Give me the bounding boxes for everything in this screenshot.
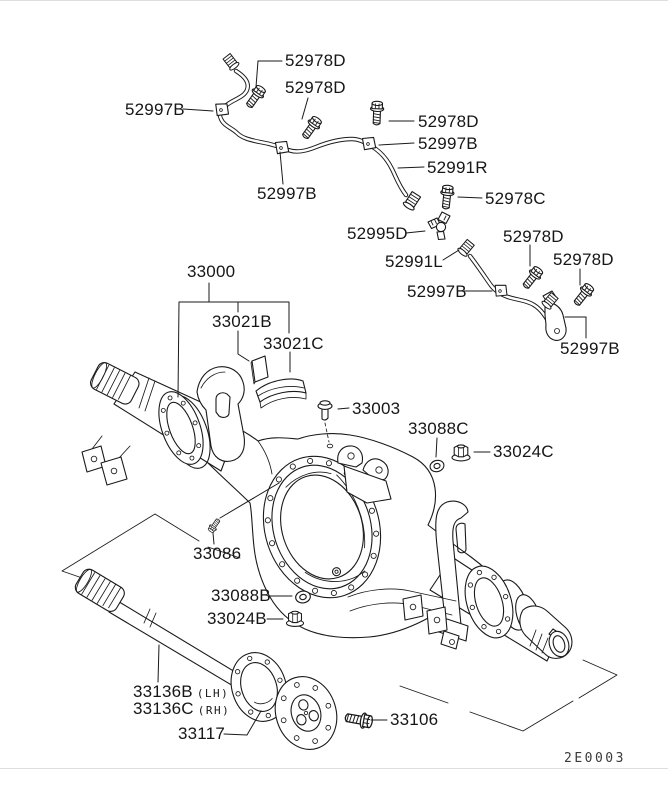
fasteners bbox=[206, 82, 597, 731]
bolt bbox=[206, 516, 223, 535]
breather-plug bbox=[317, 400, 334, 449]
axle-shaft-flange bbox=[274, 676, 338, 750]
side-tag: (RH) bbox=[197, 704, 231, 717]
brake-pipe-assembly bbox=[213, 52, 567, 341]
left-axle-tube bbox=[90, 362, 245, 472]
pipe-clamp bbox=[273, 139, 291, 156]
part-callout: 33136B(LH) bbox=[133, 683, 229, 700]
part-callout: 52995D bbox=[347, 224, 408, 243]
lower-brackets bbox=[81, 435, 457, 635]
bolt bbox=[570, 280, 597, 309]
part-callout: 52997B bbox=[560, 339, 620, 358]
part-callout: 52997B bbox=[418, 134, 478, 153]
right-axle-tube bbox=[429, 500, 573, 662]
part-callout: 52991L bbox=[385, 252, 443, 271]
part-callout: 52978C bbox=[485, 189, 546, 208]
nut bbox=[285, 610, 305, 627]
pipe-fitting bbox=[221, 52, 241, 72]
part-callout: 33088B bbox=[211, 586, 271, 605]
bolt bbox=[369, 100, 385, 126]
brake-junction-valve bbox=[427, 211, 451, 241]
part-callout: 33106 bbox=[390, 710, 439, 729]
part-callout: 52978D bbox=[553, 250, 614, 269]
part-callout: 52991R bbox=[427, 158, 488, 177]
pipe-clamp bbox=[213, 101, 231, 118]
part-callout: 33024B bbox=[207, 609, 267, 628]
page-edge-top bbox=[0, 0, 668, 1]
nut bbox=[451, 444, 471, 462]
bolt bbox=[298, 113, 325, 142]
part-callout: 52997B bbox=[407, 282, 467, 301]
washer bbox=[428, 458, 446, 474]
part-callout: 33024C bbox=[493, 442, 554, 461]
part-callout: 33021C bbox=[263, 334, 324, 353]
part-callout: 52978D bbox=[285, 51, 346, 70]
bolt bbox=[438, 184, 456, 211]
bolt bbox=[343, 709, 375, 731]
identification-shims bbox=[250, 355, 307, 409]
axle-shaft-assembly bbox=[74, 568, 338, 750]
part-callout: 33086 bbox=[193, 544, 242, 563]
part-callout: 52978D bbox=[503, 227, 564, 246]
part-callout: 52978D bbox=[285, 78, 346, 97]
part-callout: 33117 bbox=[178, 724, 226, 743]
side-tag: (LH) bbox=[196, 687, 230, 700]
part-callout: 52997B bbox=[125, 100, 185, 119]
page-edge-bottom bbox=[0, 768, 668, 769]
hose-fitting bbox=[456, 238, 476, 259]
part-callout: 33000 bbox=[187, 262, 236, 281]
drawing-code: 2E0003 bbox=[564, 751, 626, 766]
part-number: 33136B bbox=[133, 682, 193, 701]
bolt bbox=[519, 263, 546, 292]
part-callout: 52997B bbox=[257, 184, 317, 203]
part-callout: 52978D bbox=[418, 112, 479, 131]
shock-bracket bbox=[337, 445, 392, 504]
part-number: 33136C bbox=[133, 699, 194, 718]
detail-region-outline bbox=[61, 513, 618, 732]
leader-lines bbox=[157, 60, 587, 736]
part-callout: 33003 bbox=[352, 399, 401, 418]
axle-housing bbox=[81, 362, 573, 662]
part-callout: 33136C(RH) bbox=[133, 700, 230, 717]
part-callout: 33088C bbox=[408, 419, 469, 438]
part-callout: 33021B bbox=[212, 312, 272, 331]
